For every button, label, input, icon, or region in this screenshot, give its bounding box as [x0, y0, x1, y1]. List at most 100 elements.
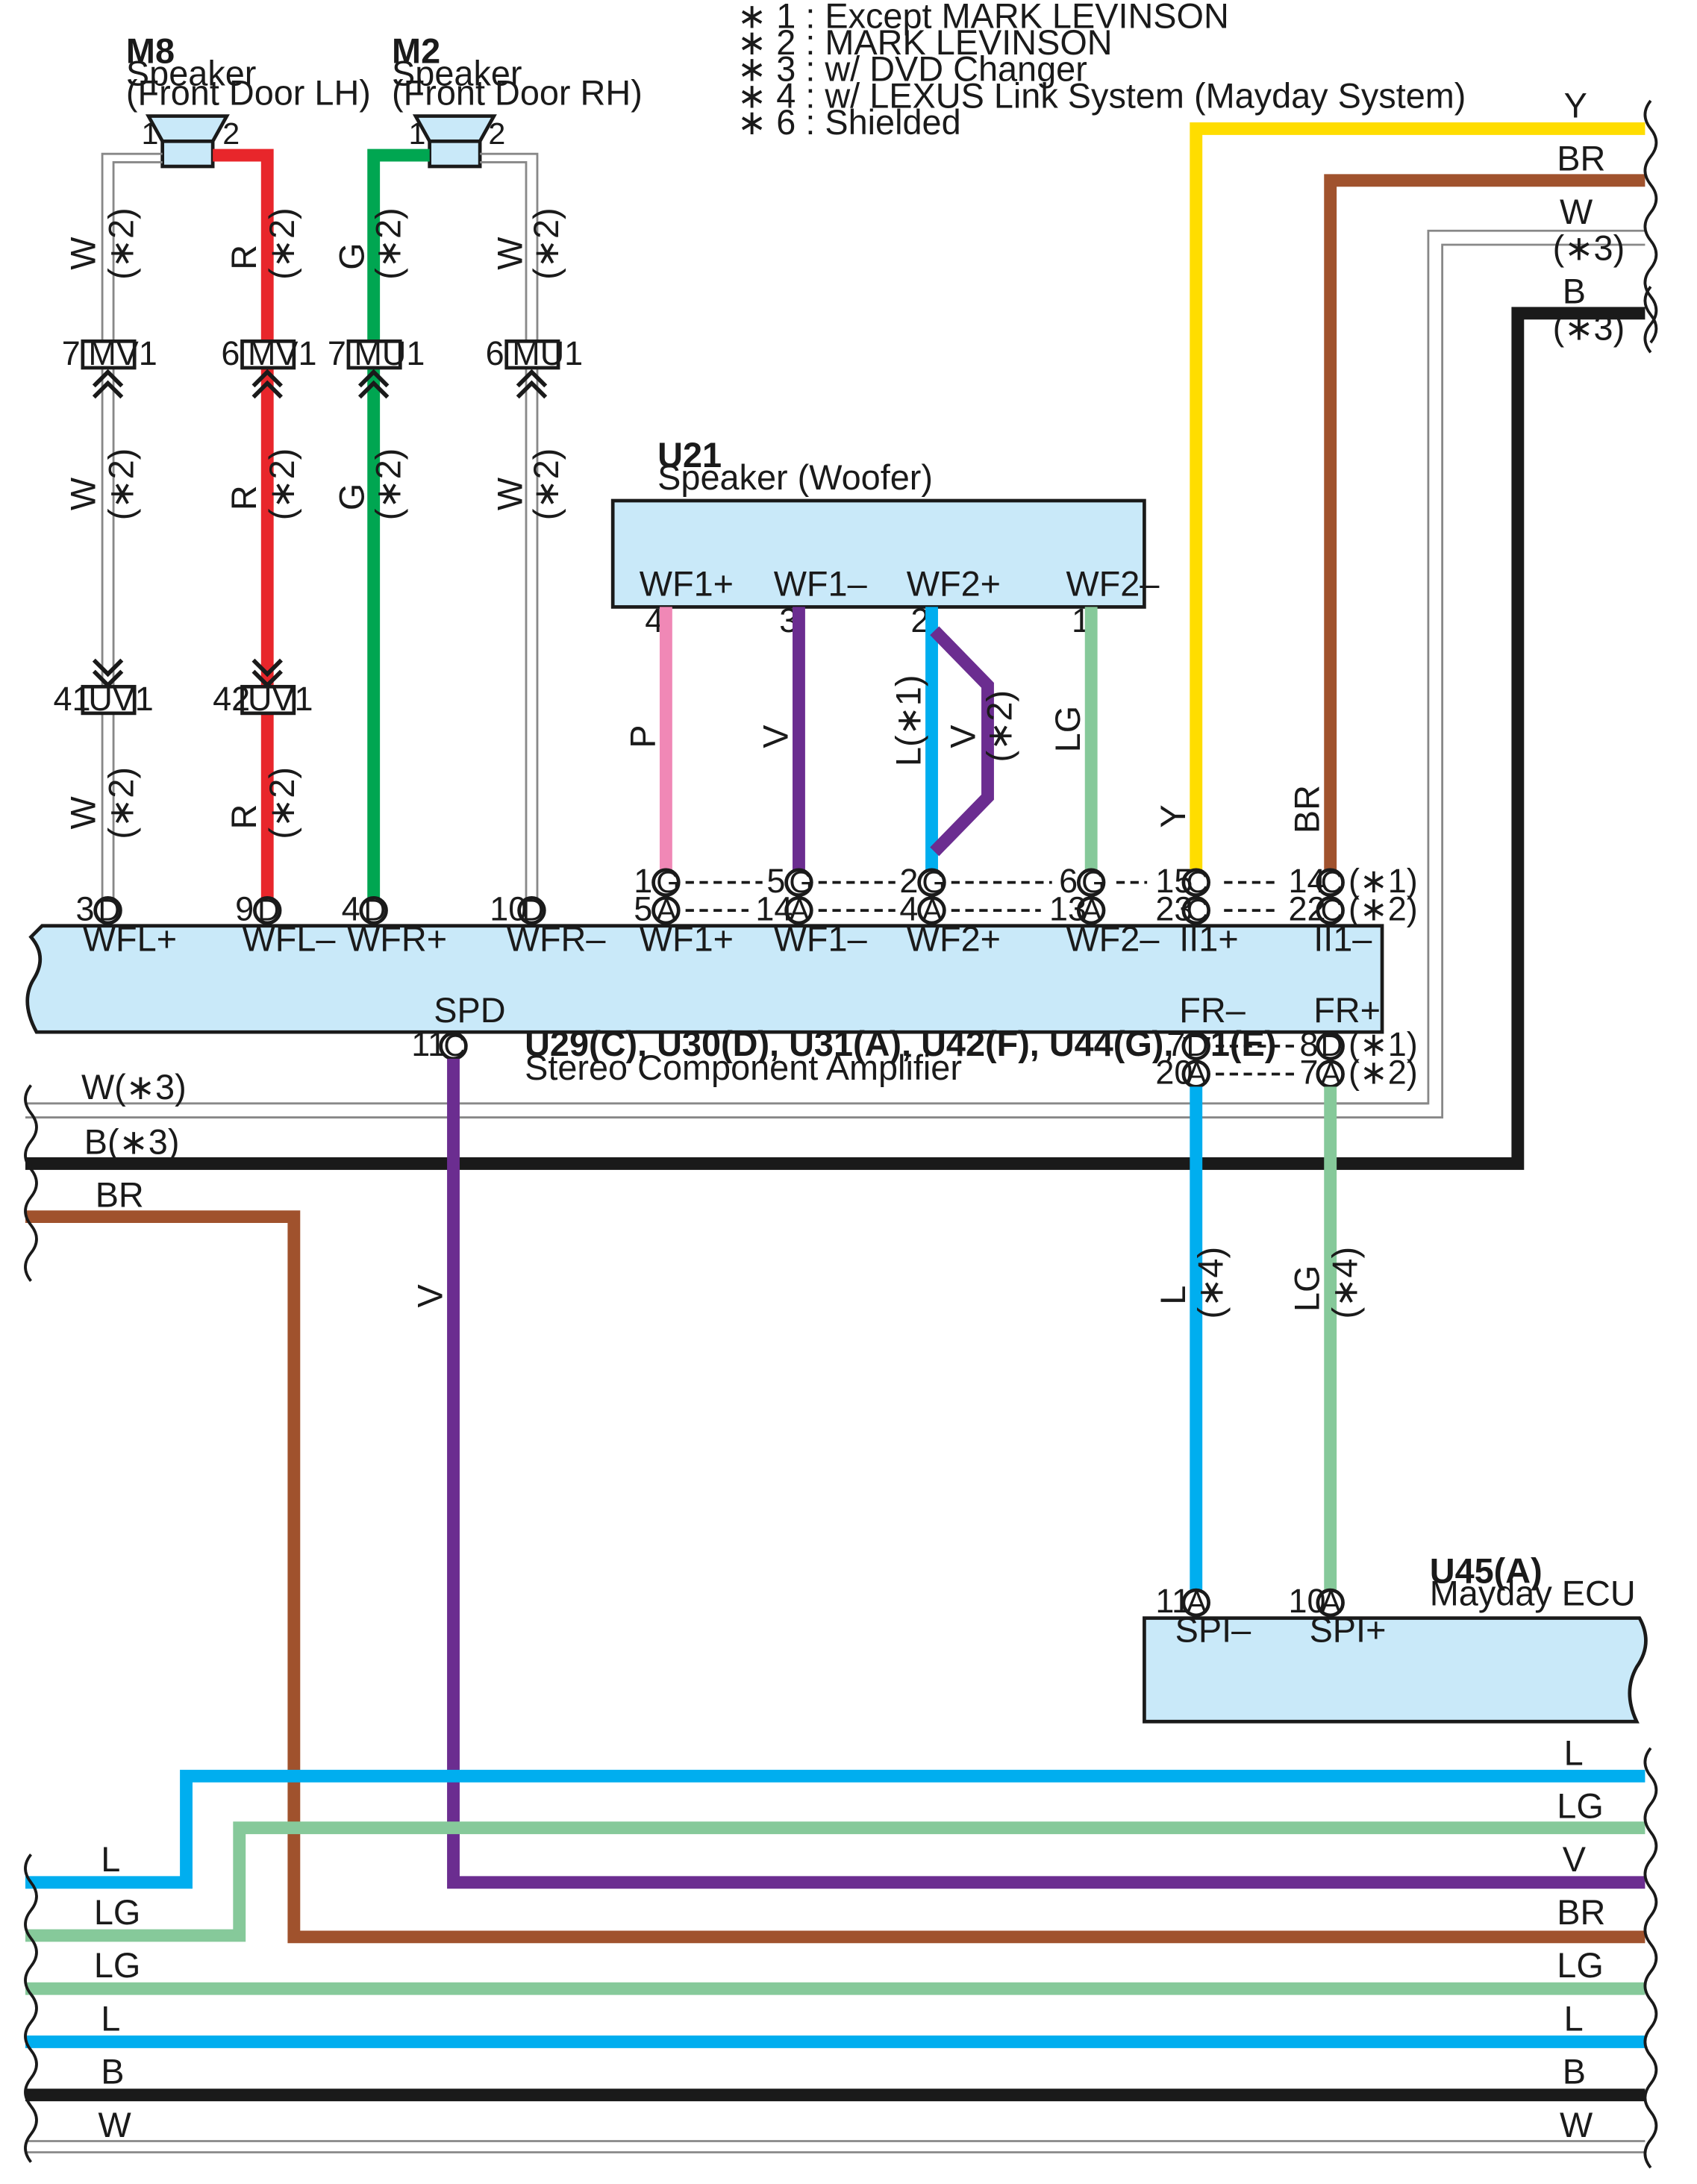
svg-text:SPI–: SPI– [1175, 1610, 1252, 1649]
note-1: ∗ 1 : Except MARK LEVINSON [737, 0, 1229, 35]
svg-text:BR: BR [1557, 140, 1605, 178]
svg-text:B(∗3): B(∗3) [84, 1122, 180, 1161]
svg-text:WFR–: WFR– [507, 920, 607, 959]
svg-text:G: G [789, 865, 813, 899]
m8-name: Speaker [126, 54, 256, 93]
svg-text:7: 7 [328, 334, 346, 372]
top-right-labels: Y BR W (∗3) B (∗3) Y BR [1154, 86, 1625, 833]
svg-text:D: D [1187, 1028, 1209, 1063]
svg-text:WF1+: WF1+ [640, 564, 734, 603]
label-n2: (∗2) [527, 207, 566, 280]
svg-text:C: C [1187, 892, 1209, 927]
amp-bottom-pins: C 11 D 7 A 20 D 8 (∗1) A 7 (∗2) [411, 1025, 1417, 1091]
amp-d-pins: D 3 D 9 D 4 D 10 [75, 889, 546, 927]
u45-name: Mayday ECU [1430, 1574, 1636, 1613]
wire-wfr-minus [480, 152, 539, 907]
svg-text:G: G [656, 865, 680, 899]
u21-woofer: U21 Speaker (Woofer) WF1+ WF1– WF2+ WF2–… [610, 436, 1160, 639]
svg-text:13: 13 [1049, 889, 1087, 927]
svg-text:FR+: FR+ [1313, 991, 1381, 1030]
svg-text:D: D [257, 892, 280, 927]
svg-text:D: D [98, 892, 120, 927]
svg-text:8: 8 [1299, 1025, 1318, 1063]
note-3: ∗ 3 : w/ DVD Changer [737, 50, 1087, 89]
svg-text:WFL+: WFL+ [83, 920, 177, 959]
m8-sub: (Front Door LH) [126, 74, 371, 113]
svg-text:11: 11 [411, 1025, 446, 1063]
svg-text:A: A [656, 892, 677, 927]
svg-text:WF2–: WF2– [1066, 564, 1160, 603]
svg-text:WF1+: WF1+ [640, 920, 734, 959]
amp-codes: U29(C), U30(D), U31(A), U42(F), U44(G), … [525, 1024, 1276, 1063]
svg-text:4: 4 [899, 889, 918, 927]
wire-w-bottom [25, 2140, 1646, 2153]
svg-text:42: 42 [213, 680, 250, 718]
svg-text:II1+: II1+ [1179, 920, 1238, 959]
svg-text:L(∗1): L(∗1) [890, 675, 928, 767]
svg-text:FR–: FR– [1179, 991, 1246, 1030]
svg-text:6: 6 [221, 334, 240, 372]
svg-text:(∗1): (∗1) [1348, 1025, 1418, 1063]
svg-text:C: C [1187, 865, 1209, 899]
svg-text:C: C [1321, 892, 1343, 927]
svg-text:(∗4): (∗4) [1325, 1247, 1364, 1319]
svg-text:L: L [1564, 1999, 1584, 2038]
label-g: G [333, 243, 372, 269]
svg-text:W: W [1560, 193, 1593, 231]
svg-text:MU1: MU1 [354, 334, 425, 372]
notes-block: ∗ 1 : Except MARK LEVINSON ∗ 2 : MARK LE… [737, 0, 1466, 142]
svg-text:23: 23 [1155, 889, 1193, 927]
note-4: ∗ 4 : w/ LEXUS Link System (Mayday Syste… [737, 76, 1466, 115]
svg-text:6: 6 [1059, 862, 1078, 900]
note-2: ∗ 2 : MARK LEVINSON [737, 23, 1113, 62]
svg-text:W: W [1560, 2106, 1593, 2144]
label-n2: (∗2) [101, 448, 140, 521]
svg-text:15: 15 [1155, 862, 1193, 900]
label-g: G [333, 484, 372, 510]
svg-text:D: D [1321, 1028, 1343, 1063]
svg-text:9: 9 [235, 889, 254, 927]
wire-br-left [25, 1210, 1646, 1944]
m2-name: Speaker [392, 54, 522, 93]
svg-text:(∗2): (∗2) [1348, 1054, 1418, 1092]
svg-text:5: 5 [766, 862, 785, 900]
svg-text:(∗4): (∗4) [1191, 1247, 1230, 1319]
svg-text:10: 10 [1288, 1582, 1325, 1620]
svg-text:WF2–: WF2– [1066, 920, 1160, 959]
svg-text:22: 22 [1288, 889, 1325, 927]
svg-text:UV1: UV1 [248, 680, 313, 718]
connector-uv1-left: UV1 41 [53, 680, 153, 718]
svg-text:B: B [101, 2053, 124, 2091]
wire-v-spd [447, 1058, 1646, 1889]
svg-text:G: G [1081, 865, 1105, 899]
m8-code: M8 [126, 31, 175, 70]
svg-text:BR: BR [1557, 1893, 1605, 1932]
speaker-m8: M8 Speaker (Front Door LH) 1 2 [126, 31, 371, 169]
amplifier-u29: WFL+ WFL– WFR+ WFR– WF1+ WF1– WF2+ WF2– … [25, 920, 1384, 1087]
svg-text:L: L [101, 1999, 120, 2038]
svg-text:6: 6 [486, 334, 504, 372]
amp-woofer-pin-circles: G 1 A 5 G 5 A 14 G 2 A 4 G 6 A 13 C 15 C… [634, 862, 1417, 927]
svg-text:V: V [1563, 1840, 1587, 1879]
svg-text:WF1–: WF1– [774, 564, 868, 603]
label-n2: (∗2) [369, 207, 407, 280]
label-w: W [64, 477, 103, 510]
connector-mv1-left: MV1 7 [62, 334, 157, 372]
connector-mu1-left: MU1 7 [328, 334, 425, 372]
svg-text:L: L [1154, 1286, 1193, 1305]
svg-text:D: D [364, 892, 387, 927]
svg-text:P: P [623, 725, 662, 748]
svg-text:(∗3): (∗3) [1553, 229, 1625, 268]
m2-speaker-cone-icon [412, 114, 497, 143]
wire-l-bottom-1 [25, 1769, 1646, 1889]
svg-text:UV1: UV1 [88, 680, 153, 718]
m2-pin1: 1 [409, 116, 426, 151]
wire-b-shield [25, 307, 1646, 1170]
svg-text:WF2+: WF2+ [907, 564, 1001, 603]
svg-text:(∗3): (∗3) [1553, 308, 1625, 347]
svg-text:W(∗3): W(∗3) [81, 1068, 187, 1107]
u21-name: Speaker (Woofer) [657, 458, 933, 497]
label-w: W [64, 237, 103, 270]
amp-name: Stereo Component Amplifier [525, 1048, 962, 1087]
svg-text:A: A [1321, 1585, 1342, 1619]
